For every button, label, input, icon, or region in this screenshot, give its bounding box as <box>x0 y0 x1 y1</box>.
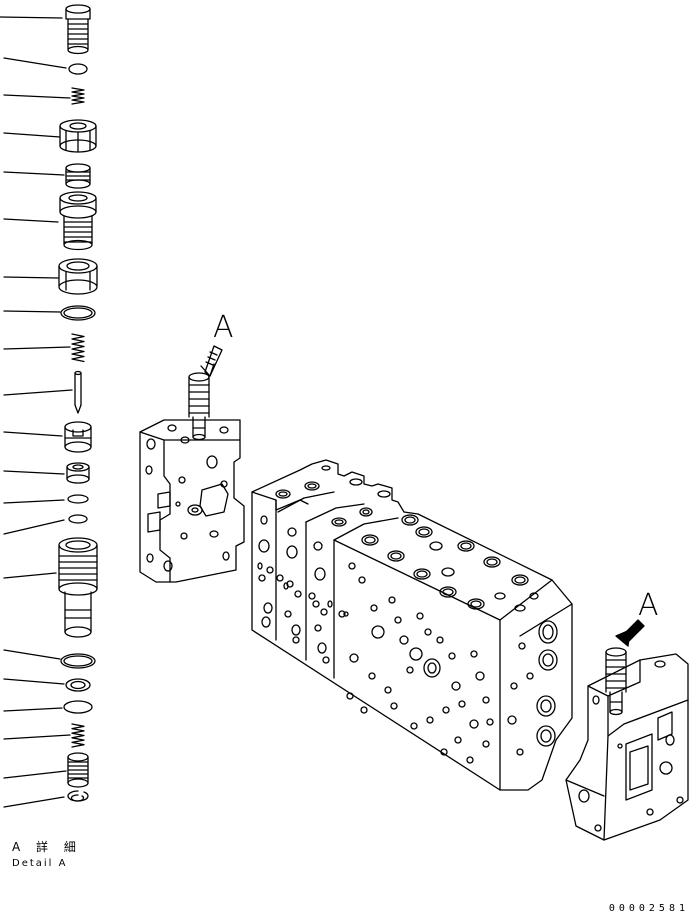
part-pin <box>3 370 82 414</box>
right-section-block <box>565 647 689 841</box>
view-label-right: A <box>638 588 659 623</box>
relief-valve-cartridge <box>188 372 210 441</box>
detail-a-parts <box>0 4 98 808</box>
part-spring <box>3 333 85 363</box>
part-oring <box>3 305 96 321</box>
part-small-oring <box>3 514 88 535</box>
detail-caption-english: Detail A <box>12 858 68 869</box>
part-short-plug <box>3 163 91 189</box>
part-oring <box>3 700 93 714</box>
part-valve-body <box>3 537 98 638</box>
part-nut <box>3 258 98 295</box>
main-valve-block <box>251 459 573 791</box>
part-seat <box>3 462 90 484</box>
part-washer <box>3 678 91 692</box>
part-snap-ring <box>3 790 89 808</box>
part-small-spring <box>3 87 85 105</box>
detail-caption-japanese: A 詳 細 <box>12 840 82 854</box>
part-small-oring <box>3 494 89 504</box>
left-section-block <box>139 372 245 583</box>
arrow-icon <box>200 345 223 377</box>
arrow-icon <box>615 619 645 647</box>
part-small-oring <box>3 57 88 75</box>
relief-valve-cartridge <box>605 647 627 716</box>
part-plug <box>0 4 91 55</box>
part-short-plug <box>3 752 89 788</box>
view-label-left: A <box>213 310 234 345</box>
part-sleeve <box>3 191 97 251</box>
part-oring <box>3 649 96 669</box>
part-poppet <box>3 421 92 453</box>
part-nut <box>3 119 97 153</box>
part-spring <box>3 723 85 748</box>
drawing-code: 00002581 <box>608 903 689 914</box>
